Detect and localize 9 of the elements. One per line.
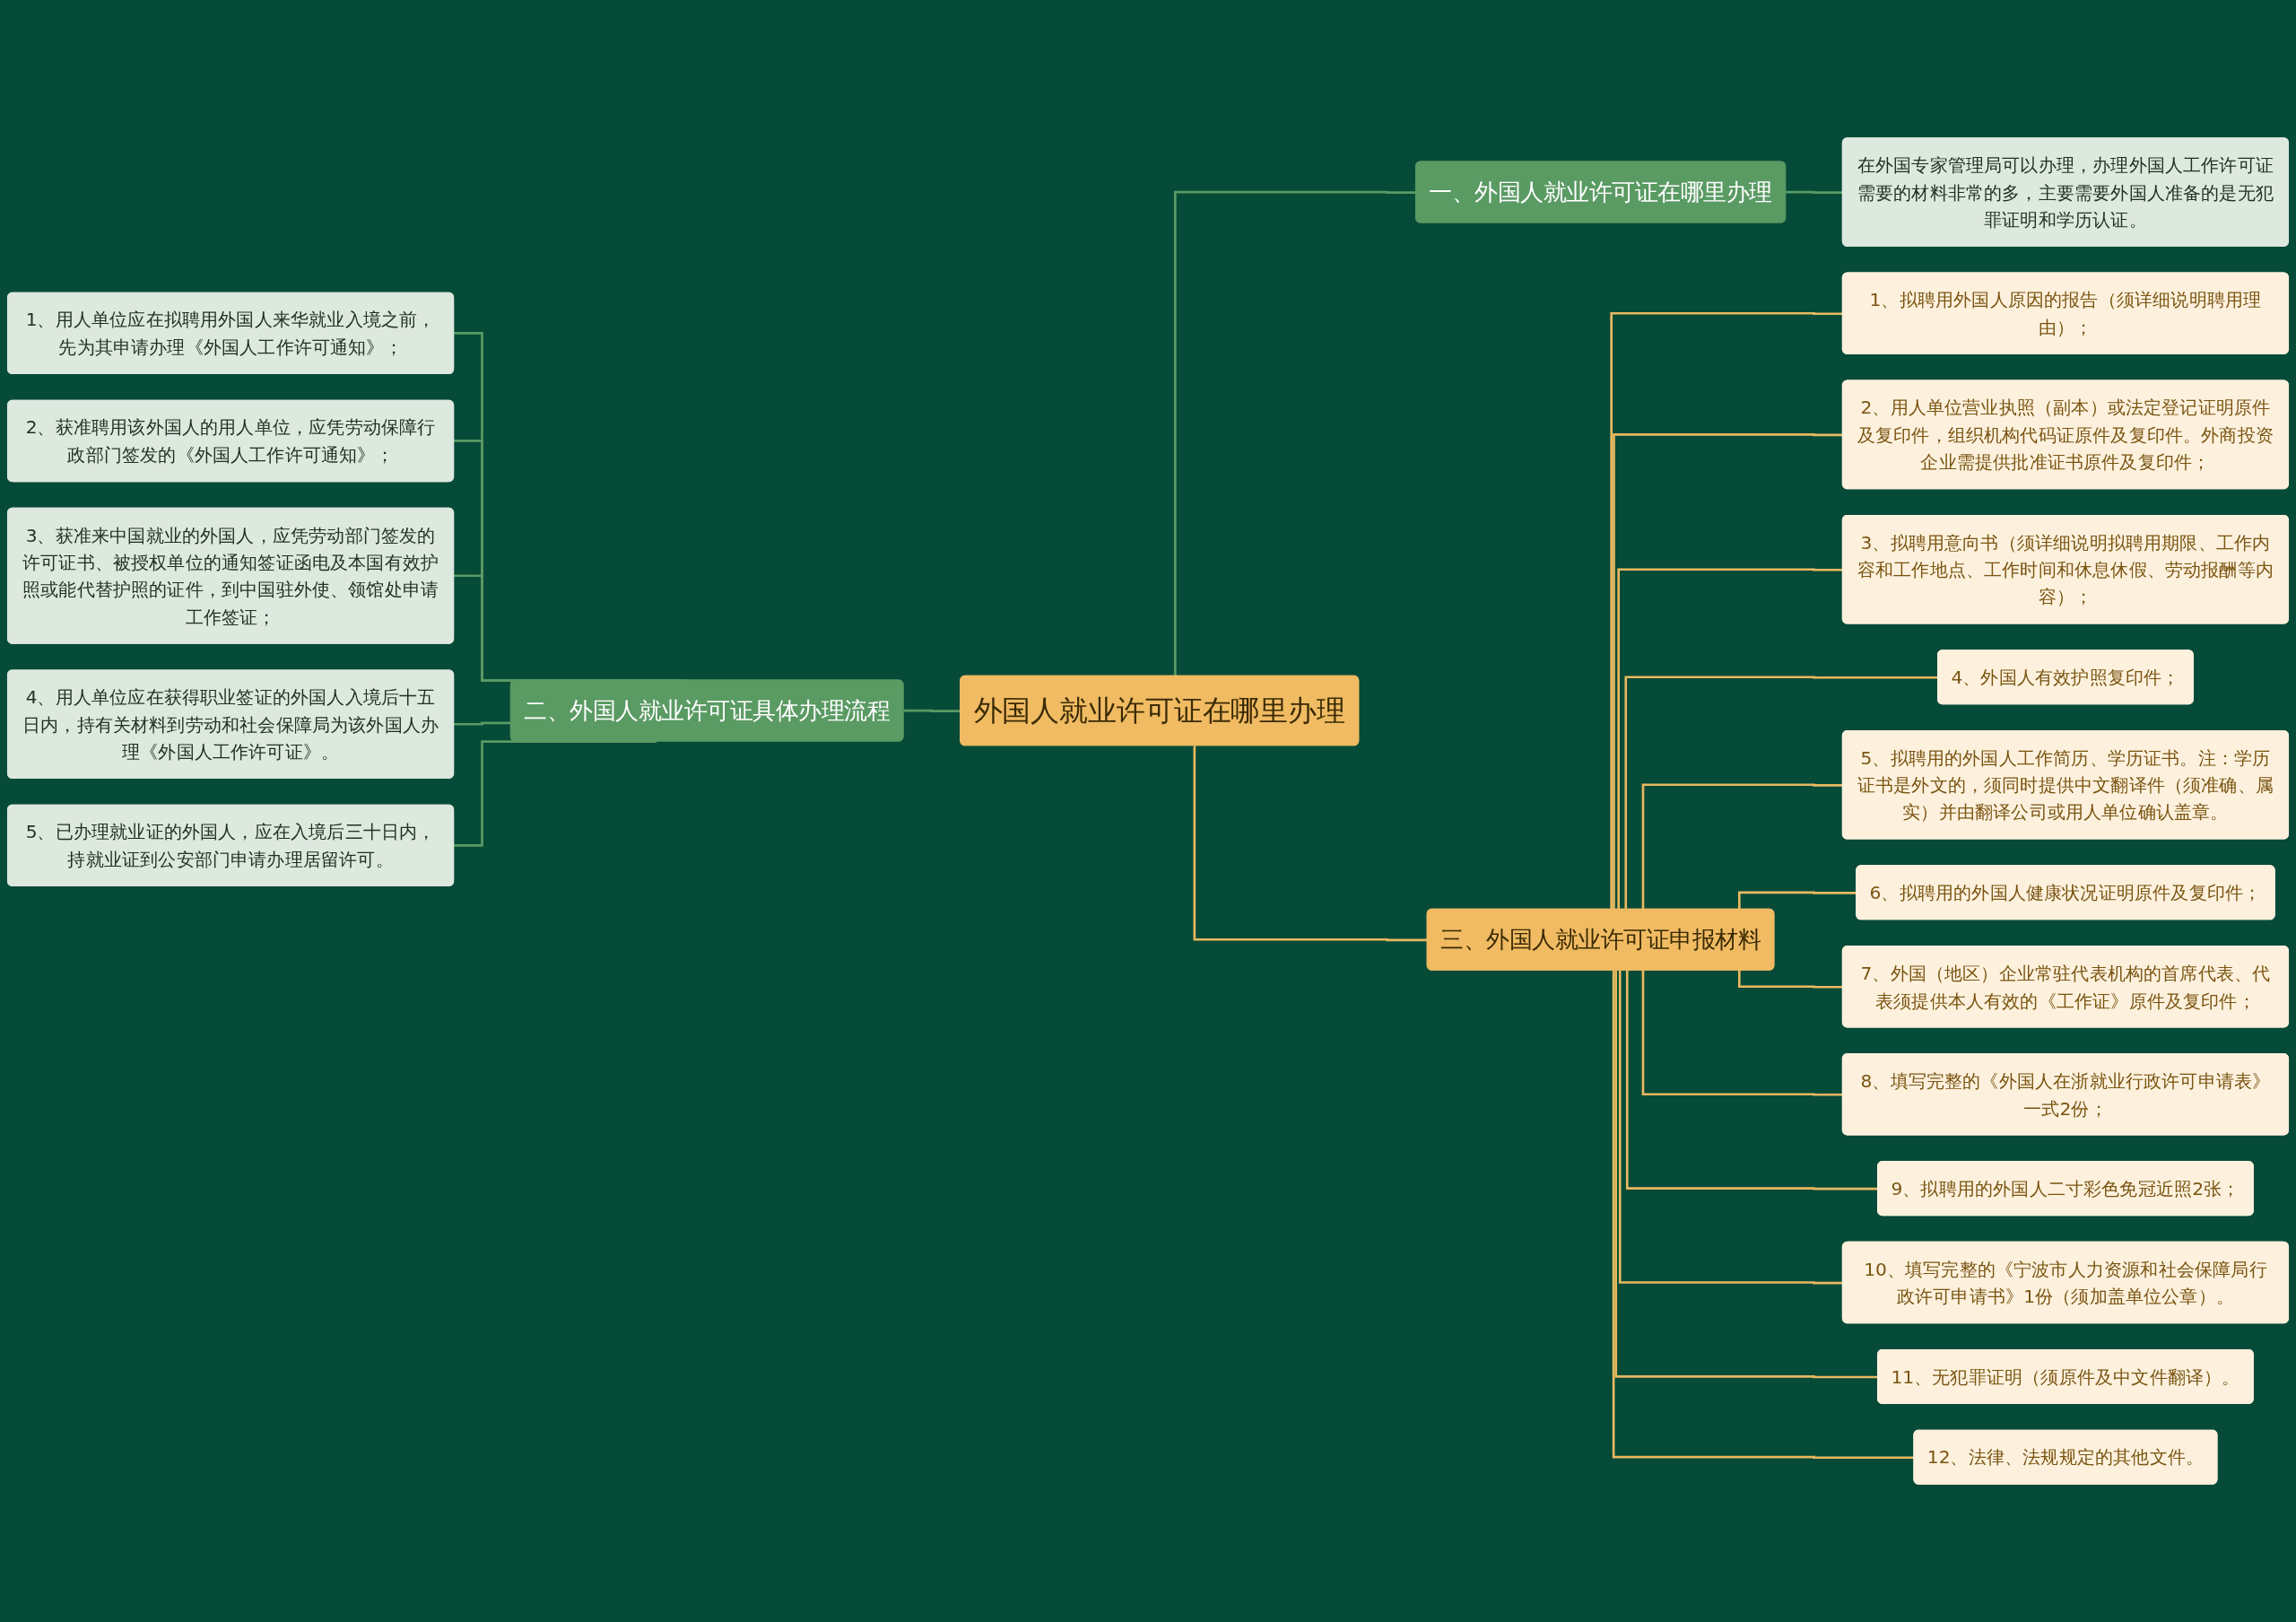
connector bbox=[1610, 311, 1843, 910]
connector bbox=[1617, 568, 1843, 910]
connector bbox=[1641, 970, 1843, 1096]
connector bbox=[1613, 433, 1843, 910]
connector bbox=[1618, 970, 1843, 1285]
connector bbox=[1193, 746, 1428, 942]
connector bbox=[1738, 970, 1843, 989]
connector bbox=[1641, 783, 1843, 910]
connector bbox=[1174, 190, 1416, 676]
